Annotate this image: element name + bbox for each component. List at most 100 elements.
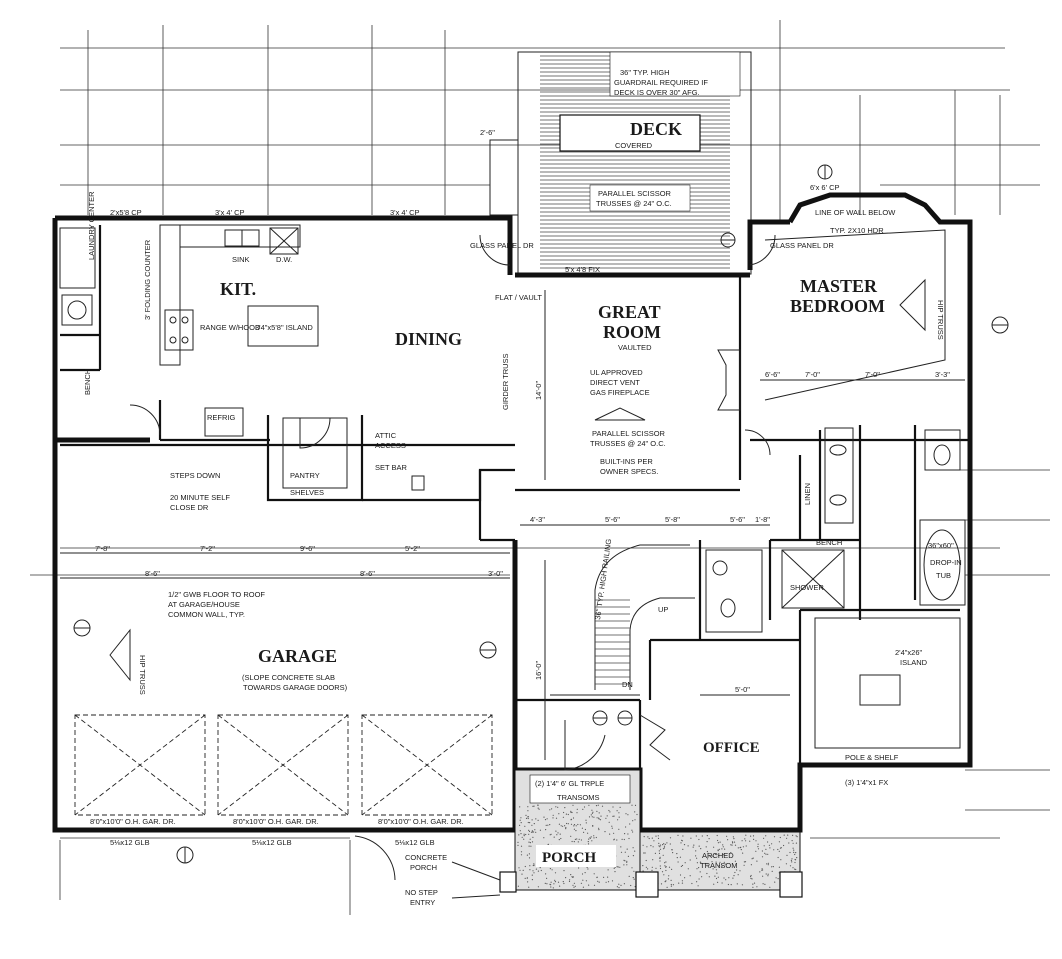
concrete-porch-2: PORCH bbox=[410, 863, 437, 872]
porch-window-label: (2) 1'4" 6' GL TRPLE bbox=[535, 779, 604, 788]
gwb-note-1: 1/2" GWB FLOOR TO ROOF bbox=[168, 590, 265, 599]
garage-door-3 bbox=[361, 714, 493, 816]
dim-8: 4'-3" bbox=[530, 515, 545, 524]
fireplace-note-1: UL APPROVED bbox=[590, 368, 643, 377]
master-truss-label: HIP TRUSS bbox=[936, 300, 945, 340]
dim-5: 8'-6" bbox=[145, 569, 160, 578]
sink-label: SINK bbox=[232, 255, 250, 264]
built-ins-note-2: OWNER SPECS. bbox=[600, 467, 658, 476]
dim-20: 5'-0" bbox=[735, 685, 750, 694]
deck-sublabel: COVERED bbox=[615, 141, 653, 150]
bench-label-2: BENCH bbox=[816, 538, 842, 547]
garage-door-1 bbox=[74, 714, 206, 816]
dining-label: DINING bbox=[395, 329, 462, 349]
pole-shelf-label: POLE & SHELF bbox=[845, 753, 899, 762]
built-ins-note-1: BUILT-INS PER bbox=[600, 457, 653, 466]
deck-guard-note-2: GUARDRAIL REQUIRED IF bbox=[614, 78, 708, 87]
garage-label: GARAGE bbox=[258, 646, 337, 666]
fireplace-note-2: DIRECT VENT bbox=[590, 378, 640, 387]
master-bedroom: MASTER BEDROOM HIP TRUSS 6'x 6' CP LINE … bbox=[764, 183, 946, 401]
dim-3: 9'-6" bbox=[300, 544, 315, 553]
door-swings bbox=[129, 234, 776, 881]
great-room: GREAT ROOM VAULTED UL APPROVED DIRECT VE… bbox=[565, 265, 741, 476]
arched-transom-2: TRANSOM bbox=[700, 861, 738, 870]
dim-14: 16'-0" bbox=[534, 661, 543, 680]
door-2x5-label: 2'x5'8 CP bbox=[110, 208, 142, 217]
kitchen-label: KIT. bbox=[220, 279, 256, 299]
shelves-label: SHELVES bbox=[290, 488, 324, 497]
deck: DECK COVERED 36" TYP. HIGH GUARDRAIL REQ… bbox=[480, 51, 752, 275]
dim-6: 8'-6" bbox=[360, 569, 375, 578]
great-room-label-1: GREAT bbox=[598, 302, 661, 322]
stair-treads bbox=[595, 599, 630, 685]
stairs-down-label: DN bbox=[622, 680, 633, 689]
closet-island-1: 2'4"x26" bbox=[895, 648, 923, 657]
master-label-2: BEDROOM bbox=[790, 296, 885, 316]
deck-guard-note-1: 36" TYP. HIGH bbox=[620, 68, 670, 77]
glb-label-3: 5⅛x12 GLB bbox=[395, 838, 435, 847]
garage-note-1: (SLOPE CONCRETE SLAB bbox=[242, 673, 335, 682]
porch: (2) 1'4" 6' GL TRPLE TRANSOMS PORCH ARCH… bbox=[405, 769, 803, 907]
great-room-sublabel: VAULTED bbox=[618, 343, 652, 352]
closer-label-1: 20 MINUTE SELF bbox=[170, 493, 230, 502]
door-6x6-label: 6'x 6' CP bbox=[810, 183, 840, 192]
attic-label-2: ACCESS bbox=[375, 441, 406, 450]
grid-lines bbox=[30, 20, 1050, 915]
no-step-2: ENTRY bbox=[410, 898, 435, 907]
dimension-strings: 7'-8" 7'-2" 9'-6" 5'-2" 8'-6" 8'-6" 3'-0… bbox=[60, 290, 965, 760]
porch-label: PORCH bbox=[542, 850, 596, 866]
garage: GARAGE (SLOPE CONCRETE SLAB TOWARDS GARA… bbox=[74, 590, 493, 847]
no-step-1: NO STEP bbox=[405, 888, 438, 897]
garage-note-2: TOWARDS GARAGE DOORS) bbox=[243, 683, 348, 692]
glb-label-1: 5⅛x12 GLB bbox=[110, 838, 150, 847]
dining: DINING PANTRY SHELVES ATTIC ACCESS SET B… bbox=[170, 241, 542, 512]
dim-4: 5'-2" bbox=[405, 544, 420, 553]
oh-door-label-2: 8'0"x10'0" O.H. GAR. DR. bbox=[233, 817, 319, 826]
tub-label-2: DROP-IN bbox=[930, 558, 962, 567]
concrete-porch-1: CONCRETE bbox=[405, 853, 447, 862]
gwb-note-3: COMMON WALL, TYP. bbox=[168, 610, 245, 619]
closer-label-2: CLOSE DR bbox=[170, 503, 209, 512]
office-label: OFFICE bbox=[703, 740, 760, 756]
closet-island-2: ISLAND bbox=[900, 658, 928, 667]
island-label: 3'4"x5'8" ISLAND bbox=[255, 323, 313, 332]
range-label: RANGE W/HOOD bbox=[200, 323, 261, 332]
great-room-label-2: ROOM bbox=[603, 322, 661, 342]
oh-door-label-3: 8'0"x10'0" O.H. GAR. DR. bbox=[378, 817, 464, 826]
set-bar-label: SET BAR bbox=[375, 463, 408, 472]
gr-truss-note-2: TRUSSES @ 24" O.C. bbox=[590, 439, 666, 448]
tub-label-1: 36"x60" bbox=[928, 541, 954, 550]
garage-door-2 bbox=[217, 714, 349, 816]
arched-transom-1: ARCHED bbox=[702, 851, 734, 860]
dim-9: 5'-6" bbox=[605, 515, 620, 524]
kitchen: SINK D.W. RANGE W/HOOD 3'4"x5'8" ISLAND … bbox=[59, 191, 420, 437]
laundry-label: LAUNDRY CENTER bbox=[87, 191, 96, 260]
dim-17: 7'-0" bbox=[865, 370, 880, 379]
shower-label: SHOWER bbox=[790, 583, 824, 592]
glass-panel-left: GLASS PANEL DR bbox=[470, 241, 534, 250]
office-window-label: (3) 1'4"x1 FX bbox=[845, 778, 888, 787]
gwb-note-2: AT GARAGE/HOUSE bbox=[168, 600, 240, 609]
glb-label-2: 5⅛x12 GLB bbox=[252, 838, 292, 847]
refrigerator-label: REFRIG bbox=[207, 413, 236, 422]
pantry-label: PANTRY bbox=[290, 471, 320, 480]
transom-label: TRANSOMS bbox=[557, 793, 600, 802]
folding-counter-label: 3' FOLDING COUNTER bbox=[143, 239, 152, 320]
tub-label-3: TUB bbox=[936, 571, 951, 580]
bench-label: BENCH bbox=[83, 369, 92, 395]
dim-2: 7'-2" bbox=[200, 544, 215, 553]
stairs-up-label: UP bbox=[658, 605, 668, 614]
dim-7: 3'-0" bbox=[488, 569, 503, 578]
deck-truss-note-2: TRUSSES @ 24" O.C. bbox=[596, 199, 672, 208]
dishwasher-label: D.W. bbox=[276, 255, 292, 264]
bay-header-label: TYP. 2X10 HDR bbox=[830, 226, 884, 235]
dim-10: 5'-8" bbox=[665, 515, 680, 524]
dim-13: 14'-0" bbox=[534, 381, 543, 400]
linen-label: LINEN bbox=[803, 483, 812, 505]
glass-panel-right: GLASS PANEL DR bbox=[770, 241, 834, 250]
master-closet: 2'4"x26" ISLAND POLE & SHELF (3) 1'4"x1 … bbox=[814, 617, 961, 787]
bay-line-label: LINE OF WALL BELOW bbox=[815, 208, 896, 217]
door-3x4-label-1: 3'x 4' CP bbox=[215, 208, 245, 217]
flat-vault-label: FLAT / VAULT bbox=[495, 293, 542, 302]
master-label-1: MASTER bbox=[800, 276, 878, 296]
